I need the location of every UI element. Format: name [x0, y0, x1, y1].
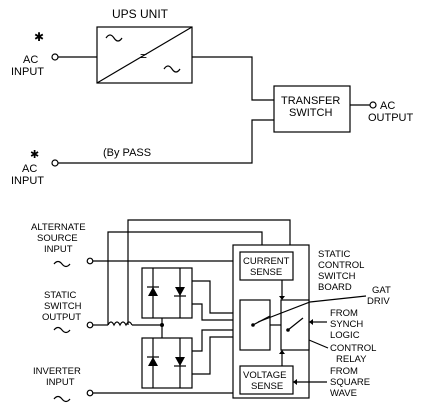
ups-unit-title: UPS UNIT [112, 7, 169, 21]
sine-icon-alternate [53, 260, 71, 268]
square-wave-line1: FROM [330, 366, 358, 377]
gate-wire-2 [192, 303, 242, 321]
inverter-terminal [86, 389, 94, 397]
ups-block-diagram: UPS UNIT = ✱ AC INPUT TRANSFER SWITCH AC… [11, 7, 414, 187]
relay-switch-blade [287, 317, 304, 331]
ac-input-top-terminal [51, 53, 59, 61]
wire-outer-loop-top2 [127, 219, 291, 325]
gate-drive-line1: GAT [372, 285, 391, 296]
converter-equal-sign: = [140, 49, 147, 63]
upper-scr-pair [141, 267, 193, 319]
gate-wire-4 [192, 336, 242, 375]
ac-input-top-line1: AC [23, 54, 38, 66]
current-sense-line2: SENSE [250, 267, 282, 278]
current-sense-line1: CURRENT [243, 256, 290, 267]
sine-icon-inverter [53, 395, 71, 403]
ac-input-top-line2: INPUT [11, 66, 44, 78]
plug-icon-bottom: ✱ [30, 149, 39, 161]
transfer-switch-box [273, 85, 351, 133]
static-switch-output-line1: STATIC [44, 290, 77, 301]
ac-wave-icon [105, 34, 123, 42]
alternate-source-line2: SOURCE [37, 233, 78, 244]
control-relay-line2: RELAY [336, 354, 367, 365]
ac-output-terminal [369, 101, 377, 109]
static-control-line1: STATIC [318, 249, 351, 260]
ac-input-bottom-line2: INPUT [11, 175, 44, 187]
lower-scr-pair [141, 337, 193, 389]
static-control-line3: SWITCH [318, 271, 356, 282]
inverter-input-line2: INPUT [46, 377, 75, 388]
ac-output-line2: OUTPUT [368, 112, 414, 124]
junction-dot [160, 323, 164, 327]
static-switch-diagram: ALTERNATE SOURCE INPUT STATIC SWITCH OUT… [31, 219, 391, 403]
from-synch-line3: LOGIC [330, 330, 360, 341]
transfer-switch-line2: SWITCH [289, 107, 332, 119]
control-relay-line1: CONTROL [330, 343, 376, 354]
arrow-head-2 [279, 350, 285, 354]
sine-icon-output [53, 326, 71, 334]
square-wave-line2: SQUARE [330, 377, 370, 388]
from-synch-line2: SYNCH [330, 319, 363, 330]
ac-input-bottom-line1: AC [22, 163, 37, 175]
current-sense-box [239, 251, 294, 281]
wire-outer-loop-top [107, 231, 263, 325]
from-synch-line1: FROM [330, 308, 358, 319]
logic-box [239, 299, 271, 351]
static-switch-output-line2: SWITCH [44, 301, 82, 312]
alternate-source-terminal [86, 257, 94, 265]
voltage-sense-line2: SENSE [251, 381, 283, 392]
gate-wire-1 [192, 280, 242, 314]
voltage-sense-box [239, 365, 294, 395]
gate-drive-line2: DRIV [367, 296, 390, 307]
ac-input-bottom-terminal [51, 159, 59, 167]
voltage-sense-line1: VOLTAGE [243, 370, 286, 381]
bypass-label: (By PASS [103, 147, 151, 159]
static-control-line4: BOARD [318, 282, 352, 293]
arrow-head-synch [309, 319, 313, 325]
transfer-switch-line1: TRANSFER [281, 95, 340, 107]
ac-wave-icon-output [163, 65, 181, 73]
alternate-source-line1: ALTERNATE [31, 222, 86, 233]
relay-contact [286, 328, 290, 332]
ups-unit-diagonal [96, 26, 193, 84]
arrow-head-1 [279, 296, 285, 300]
plug-icon: ✱ [34, 30, 44, 44]
wire-bypass-to-transfer [58, 119, 274, 164]
arrow-head-square [293, 379, 297, 385]
static-control-line2: CONTROL [318, 260, 364, 271]
output-terminal [86, 321, 94, 329]
static-switch-output-line3: OUTPUT [42, 312, 81, 323]
wire-ups-to-transfer [192, 56, 274, 101]
gate-drive-pointer [257, 295, 367, 323]
alternate-source-line3: INPUT [44, 244, 73, 255]
control-relay-lead [308, 339, 329, 349]
inverter-input-line1: INVERTER [33, 366, 81, 377]
gate-wire-3 [192, 329, 242, 352]
ac-output-line1: AC [380, 100, 395, 112]
square-wave-line3: WAVE [330, 388, 357, 399]
